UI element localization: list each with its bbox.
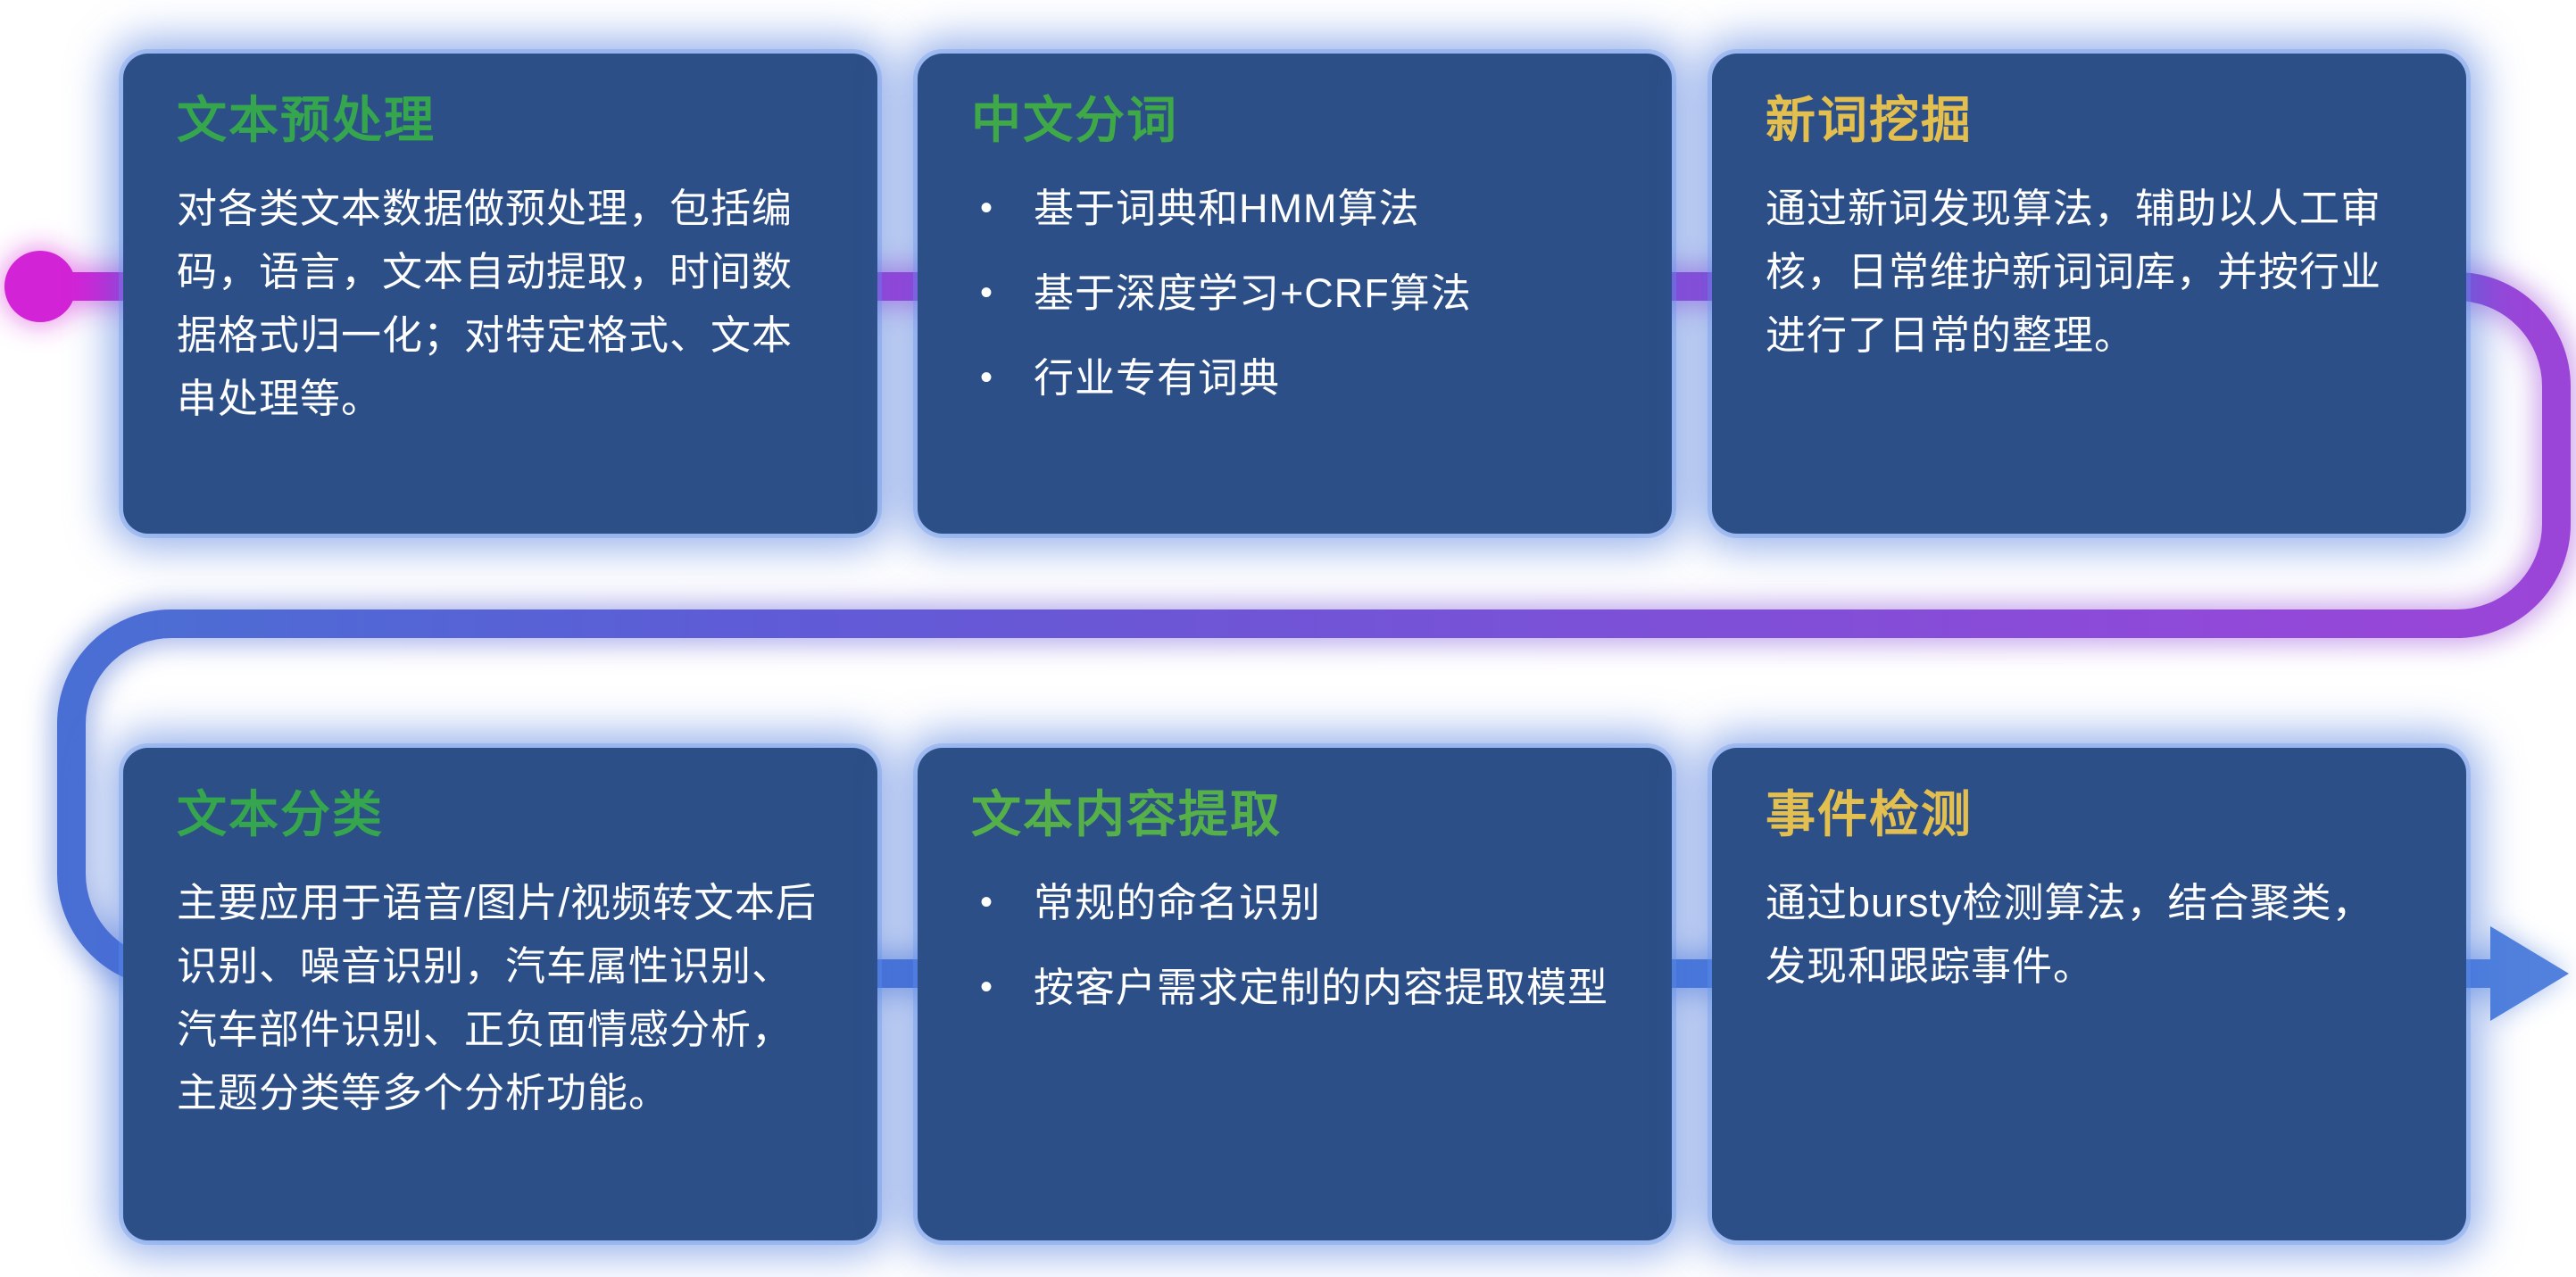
bullet-icon: • xyxy=(980,273,994,312)
bullet-text: 按客户需求定制的内容提取模型 xyxy=(1034,965,1609,1010)
bullet-icon: • xyxy=(980,188,994,228)
list-item: • 常规的命名识别 xyxy=(971,871,1618,934)
bullet-text: 基于词典和HMM算法 xyxy=(1034,186,1420,231)
card-body: 对各类文本数据做预处理，包括编码，语言，文本自动提取，时间数据格式归一化；对特定… xyxy=(177,186,794,421)
card-chinese-word-segmentation: 中文分词 • 基于词典和HMM算法 • 基于深度学习+CRF算法 • 行业专有词典 xyxy=(918,54,1672,534)
card-title: 事件检测 xyxy=(1766,786,1973,842)
card-body: 通过bursty检测算法，结合聚类，发现和跟踪事件。 xyxy=(1766,880,2373,989)
flow-segment-return xyxy=(57,272,2571,988)
bullet-icon: • xyxy=(980,967,994,1007)
flow-start-dot xyxy=(4,251,76,322)
bullet-text: 基于深度学习+CRF算法 xyxy=(1034,270,1472,316)
bullet-text: 常规的命名识别 xyxy=(1034,880,1322,925)
list-item: • 行业专有词典 xyxy=(971,346,1618,410)
card-bullet-list: • 常规的命名识别 • 按客户需求定制的内容提取模型 xyxy=(971,871,1618,1019)
card-text-classification: 文本分类 主要应用于语音/图片/视频转文本后识别、噪音识别，汽车属性识别、汽车部… xyxy=(123,748,877,1240)
card-text-content-extraction: 文本内容提取 • 常规的命名识别 • 按客户需求定制的内容提取模型 xyxy=(918,748,1672,1240)
card-title: 文本分类 xyxy=(177,786,384,842)
card-grid: 文本预处理 对各类文本数据做预处理，包括编码，语言，文本自动提取，时间数据格式归… xyxy=(123,54,2466,1240)
bullet-text: 行业专有词典 xyxy=(1034,355,1281,401)
card-new-word-mining: 新词挖掘 通过新词发现算法，辅助以人工审核，日常维护新词词库，并按行业进行了日常… xyxy=(1712,54,2466,534)
card-text-preprocessing: 文本预处理 对各类文本数据做预处理，包括编码，语言，文本自动提取，时间数据格式归… xyxy=(123,54,877,534)
bullet-icon: • xyxy=(980,883,994,922)
card-title: 中文分词 xyxy=(971,92,1178,148)
card-event-detection: 事件检测 通过bursty检测算法，结合聚类，发现和跟踪事件。 xyxy=(1712,748,2466,1240)
card-body: 通过新词发现算法，辅助以人工审核，日常维护新词词库，并按行业进行了日常的整理。 xyxy=(1766,186,2382,358)
flow-arrowhead-icon xyxy=(2490,926,2569,1021)
card-title: 文本预处理 xyxy=(177,92,436,148)
card-title: 文本内容提取 xyxy=(971,786,1282,842)
card-bullet-list: • 基于词典和HMM算法 • 基于深度学习+CRF算法 • 行业专有词典 xyxy=(971,177,1618,410)
list-item: • 基于深度学习+CRF算法 xyxy=(971,261,1618,325)
bullet-icon: • xyxy=(980,358,994,397)
list-item: • 基于词典和HMM算法 xyxy=(971,177,1618,240)
card-body: 主要应用于语音/图片/视频转文本后识别、噪音识别，汽车属性识别、汽车部件识别、正… xyxy=(177,880,818,1115)
list-item: • 按客户需求定制的内容提取模型 xyxy=(971,956,1618,1019)
card-title: 新词挖掘 xyxy=(1766,92,1973,148)
